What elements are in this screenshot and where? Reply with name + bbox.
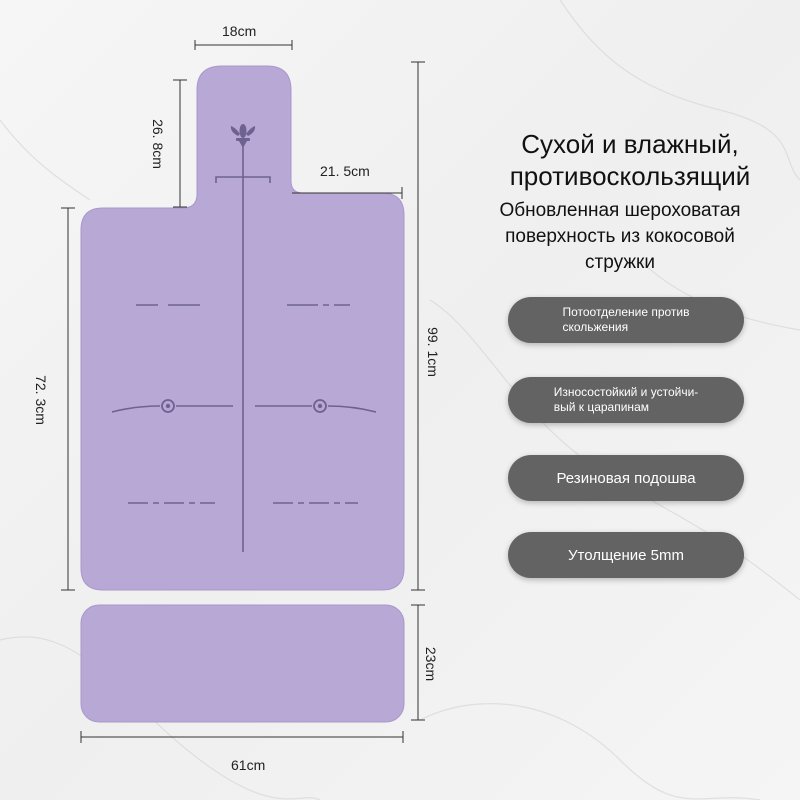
feature-pill-thickness: Утолщение 5mm: [508, 532, 744, 578]
subheadline-line-3: стружки: [585, 252, 655, 273]
feature-line-1: Потоотделение против: [562, 305, 690, 319]
dimension-block-height: 23cm: [423, 646, 439, 682]
feature-line-1: Утолщение 5mm: [567, 546, 684, 564]
dimension-shoulder: 21. 5cm: [320, 163, 370, 179]
dimension-handle-width: 18cm: [222, 23, 257, 39]
subheadline-line-2: поверхность из кокосовой: [505, 226, 735, 247]
subheadline-line-1: Обновленная шероховатая: [499, 200, 741, 221]
feature-line-1: Резиновая подошва: [556, 469, 696, 487]
left-alignment-dot: [161, 399, 175, 413]
dimension-body-length: 72. 3cm: [33, 375, 49, 425]
mat-alignment-lines: [111, 145, 377, 552]
feature-text: Износостойкий и устойчи- вый к царапинам: [554, 385, 699, 415]
feature-text: Потоотделение против скольжения: [562, 305, 689, 335]
dimension-lines: [61, 40, 425, 743]
dimension-width: 61cm: [231, 757, 266, 773]
feature-pill-wear: Износостойкий и устойчи- вый к царапинам: [508, 377, 744, 423]
headline-line-1: Сухой и влажный,: [521, 129, 739, 159]
fleur-de-lis-icon: [230, 124, 256, 148]
feature-line-2: скольжения: [562, 320, 629, 334]
yoga-block: [80, 604, 405, 723]
feature-pill-sweat: Потоотделение против скольжения: [508, 297, 744, 343]
headline-line-2: противоскользящий: [509, 161, 751, 191]
dimension-handle-height: 26. 8cm: [150, 119, 166, 169]
right-alignment-dot: [313, 399, 327, 413]
subheadline: Обновленная шероховатая поверхность из к…: [460, 198, 780, 276]
feature-line-1: Износостойкий и устойчи-: [553, 385, 699, 399]
dimension-total-length: 99. 1cm: [425, 327, 441, 377]
feature-line-2: вый к царапинам: [553, 400, 649, 414]
feature-pill-rubber: Резиновая подошва: [508, 455, 744, 501]
headline: Сухой и влажный, противоскользящий: [470, 128, 790, 192]
